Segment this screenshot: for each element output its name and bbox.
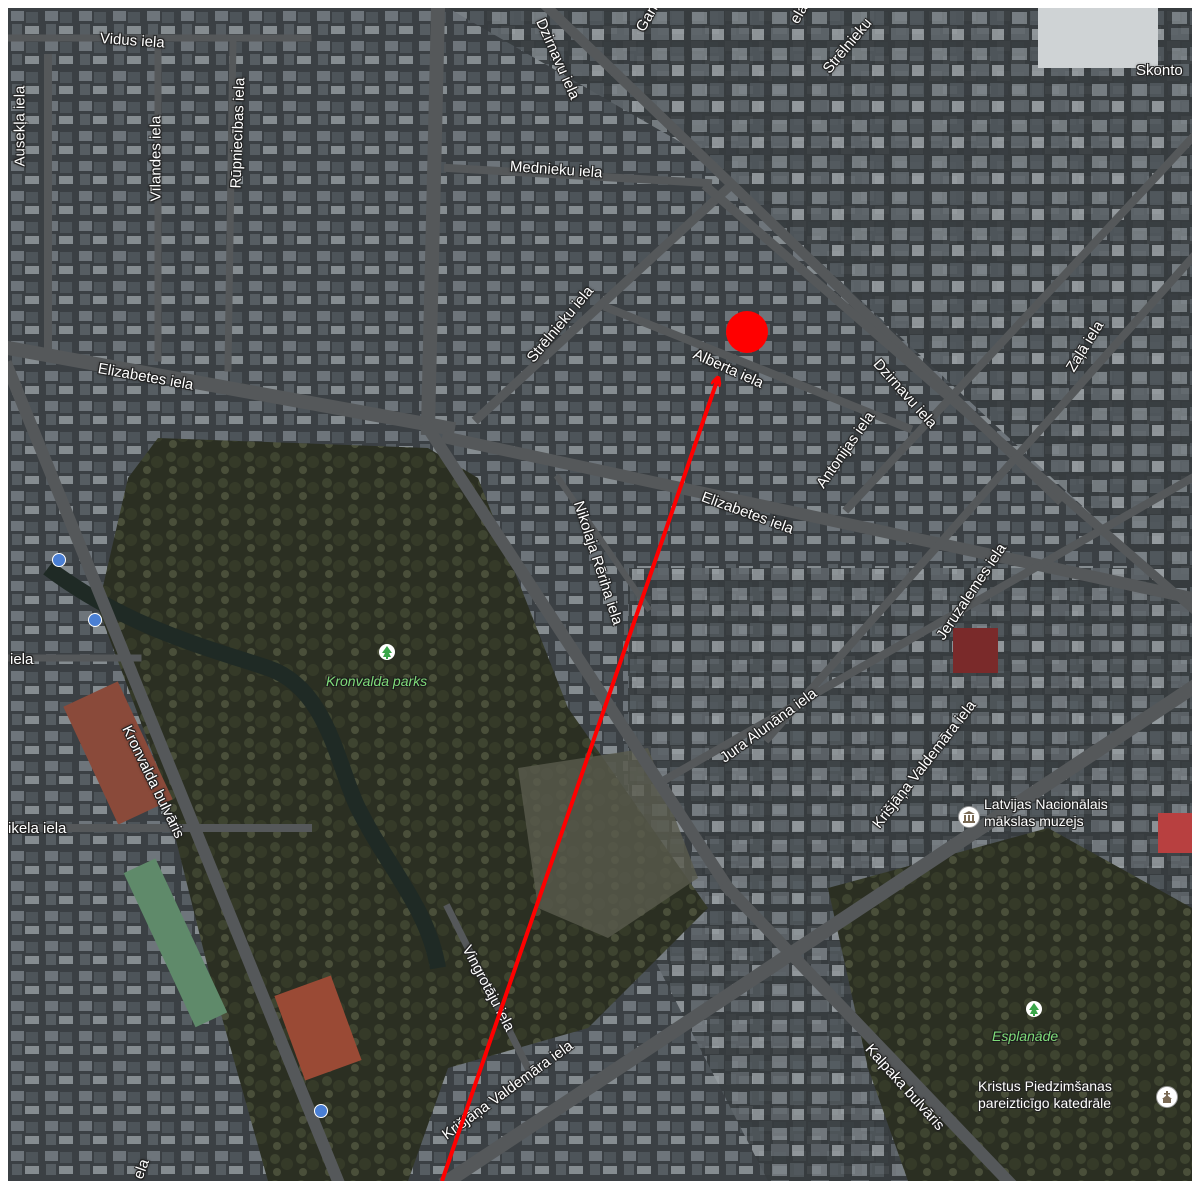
annotation-overlay <box>440 8 1192 1181</box>
poi-museum-line2: mākslas muzejs <box>984 813 1084 829</box>
poi-label-museum[interactable]: Latvijas Nacionālais mākslas muzejs <box>984 796 1108 830</box>
direction-arrow <box>440 378 718 1181</box>
poi-label-cathedral[interactable]: Kristus Piedzimšanas pareizticīgo katedr… <box>978 1078 1112 1112</box>
tree-icon <box>376 641 396 661</box>
park-label-kronvalda: Kronvalda parks <box>326 673 428 689</box>
street-label-skonto: Skonto <box>1136 62 1183 79</box>
map-imagery <box>8 8 1192 1181</box>
bus-stop-icon[interactable] <box>52 553 66 567</box>
street-label-ikela-left: ikela iela <box>8 820 67 837</box>
street-label-iela-left: iela <box>10 651 34 668</box>
poi-museum-line1: Latvijas Nacionālais <box>984 796 1108 812</box>
satellite-map[interactable]: Vidus iela Ausekļa iela Vīlandes iela Rū… <box>8 8 1192 1181</box>
poi-cathedral-line2: pareizticīgo katedrāle <box>978 1095 1112 1111</box>
church-icon[interactable] <box>1156 1086 1178 1108</box>
park-label-esplanade: Esplanāde <box>992 1028 1059 1044</box>
tree-icon <box>1023 998 1043 1018</box>
poi-cathedral-line1: Kristus Piedzimšanas <box>978 1078 1112 1094</box>
bus-stop-icon[interactable] <box>88 613 102 627</box>
location-marker[interactable] <box>726 311 768 353</box>
bus-stop-icon[interactable] <box>314 1104 328 1118</box>
museum-icon[interactable] <box>958 806 980 828</box>
